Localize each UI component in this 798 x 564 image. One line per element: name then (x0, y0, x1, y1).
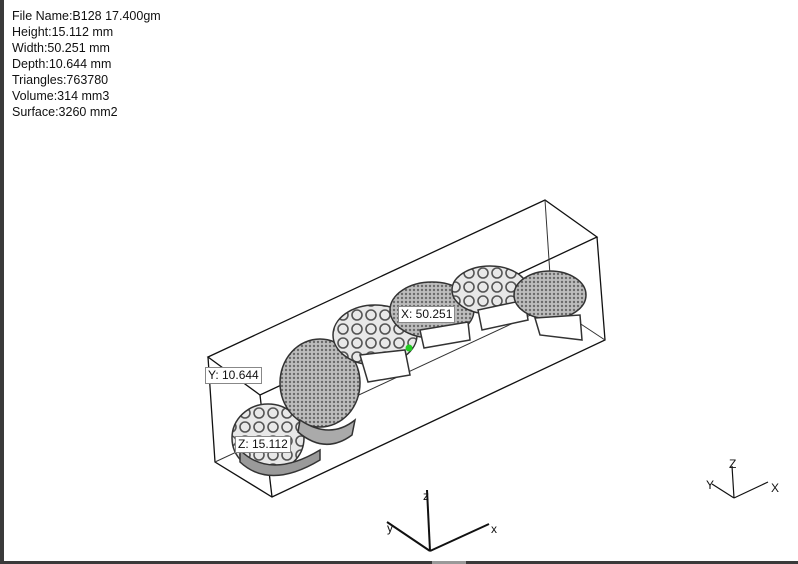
height-value: Height:15.112 mm (12, 25, 114, 39)
corner-axis-label-x: X (771, 481, 779, 495)
corner-axis-label-y: Y (706, 478, 714, 492)
dimension-label-x: X: 50.251 (398, 306, 456, 323)
width-value: Width:50.251 mm (12, 41, 110, 55)
triangles-value: Triangles:763780 (12, 73, 109, 87)
axis-label-y: y (387, 521, 393, 535)
surface-value: Surface:3260 mm2 (12, 105, 118, 119)
corner-axis-label-z: Z (729, 457, 736, 471)
axis-triad-center (386, 489, 490, 552)
window-frame-bottom (0, 561, 798, 564)
pick-point-marker (405, 344, 413, 352)
dimension-label-z: Z: 15.112 (235, 436, 291, 453)
file-name: File Name:B128 17.400gm (12, 9, 161, 23)
window-frame-left (0, 0, 4, 564)
axis-label-z: z (423, 489, 429, 503)
depth-value: Depth:10.644 mm (12, 57, 112, 71)
volume-value: Volume:314 mm3 (12, 89, 110, 103)
axis-label-x: x (491, 522, 497, 536)
model-info-panel: File Name:B128 17.400gm Height:15.112 mm… (12, 8, 161, 120)
ring-models (231, 265, 587, 477)
dimension-label-y: Y: 10.644 (205, 367, 262, 384)
scrollbar-thumb[interactable] (432, 561, 466, 564)
axis-triad-corner (711, 465, 769, 499)
